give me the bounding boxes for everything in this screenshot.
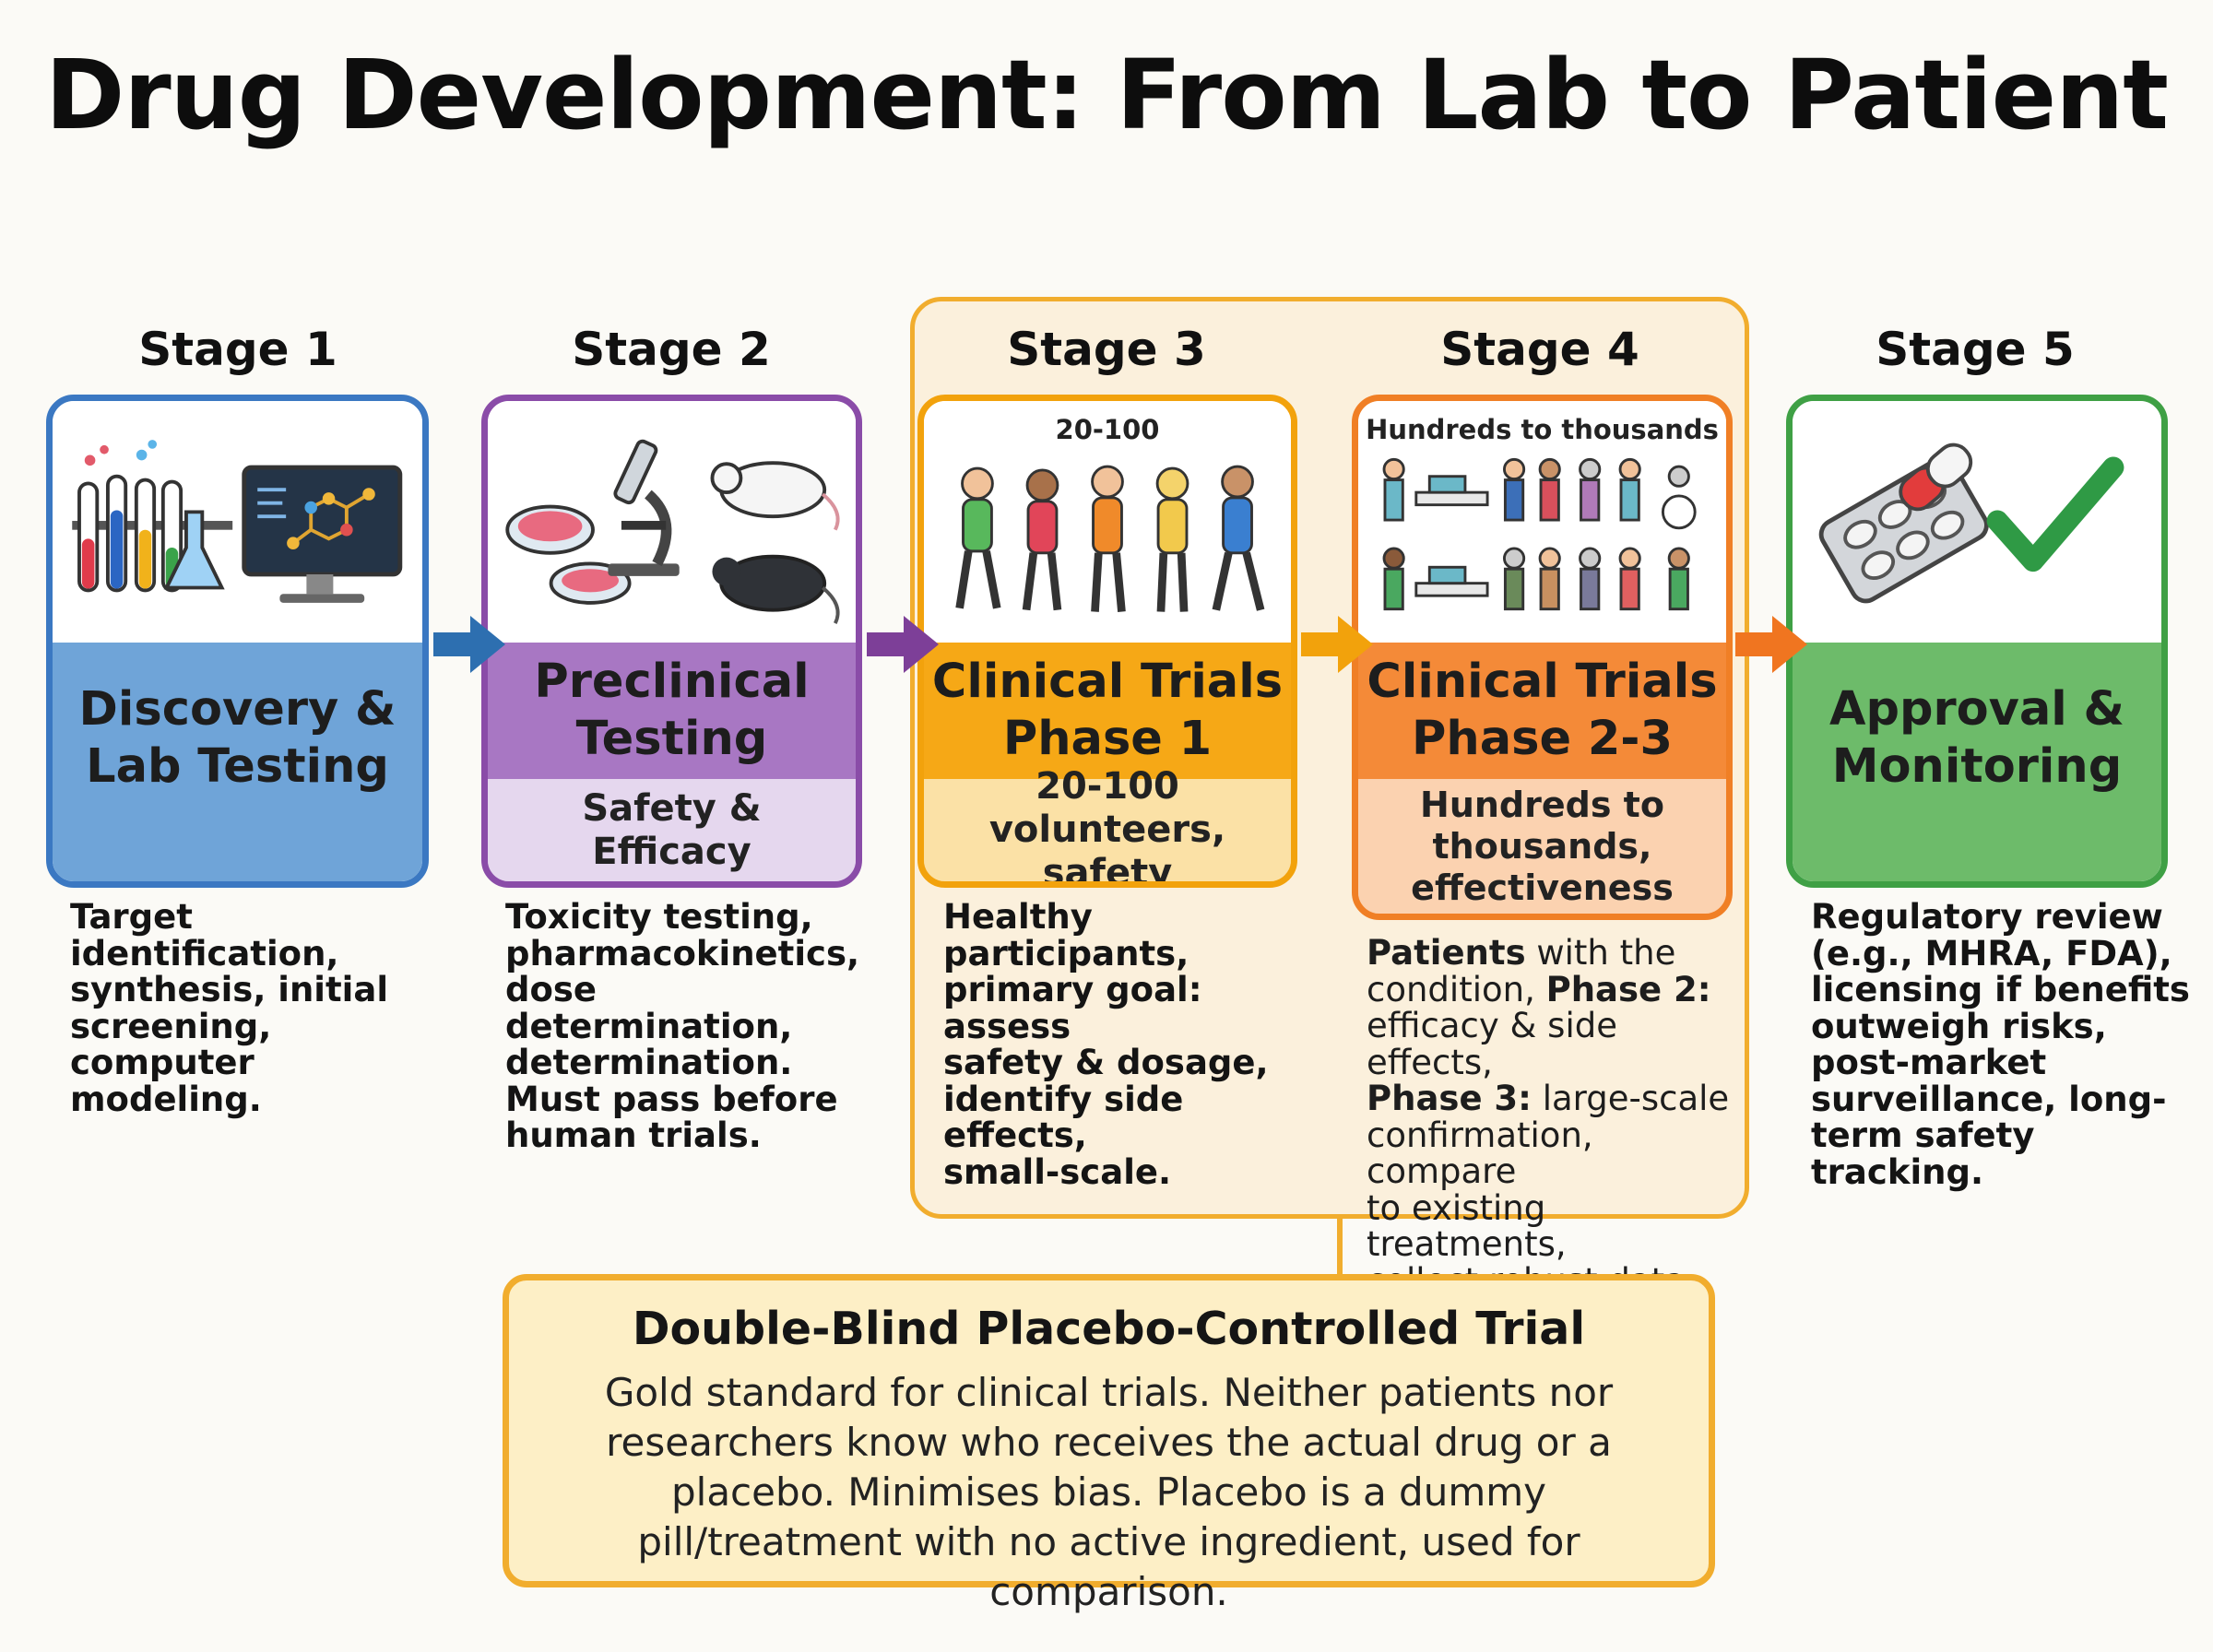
stage-3-heading-line1: Clinical Trials — [931, 655, 1284, 709]
desc-bold: Patients — [1367, 933, 1526, 973]
stage-2-subheading-line1: Safety & — [582, 786, 762, 830]
stage-5-description: Regulatory review (e.g., MHRA, FDA), lic… — [1811, 897, 2190, 1192]
stage-4-subheading: Hundreds to thousands, effectiveness — [1358, 779, 1726, 914]
desc-text: efficacy & side effects, — [1367, 1006, 1617, 1082]
stage-3-subheading-line1: 20-100 — [1035, 765, 1179, 808]
stage-1-label: Stage 1 — [138, 323, 337, 376]
stage-4-heading-line2: Phase 2-3 — [1412, 712, 1673, 766]
stage-2-subheading: Safety & Efficacy — [488, 779, 856, 881]
double-blind-body: Gold standard for clinical trials. Neith… — [604, 1370, 1614, 1614]
desc-bold: Phase 3: — [1367, 1079, 1532, 1118]
stage-2-band: Preclinical Testing Safety & Efficacy — [488, 643, 856, 881]
stage-3-label: Stage 3 — [1007, 323, 1206, 376]
stage-1-card: Discovery & Lab Testing — [46, 395, 429, 888]
stage-3-description: Healthy participants, primary goal: asse… — [943, 897, 1269, 1192]
pill-pack-icon — [1818, 442, 1989, 604]
patients-icon — [1382, 457, 1697, 611]
page-title: Drug Development: From Lab to Patient — [45, 39, 2169, 151]
stage-5-band: Approval & Monitoring — [1793, 643, 2161, 881]
arrow-right-icon — [867, 616, 939, 673]
stage-3-card: 20-100 Clinical Trials Phase 1 20-100 vo… — [917, 395, 1297, 888]
microscope-icon — [608, 439, 680, 576]
stage-4-description: Patients with the condition, Phase 2: ef… — [1367, 935, 1745, 1299]
stage-2-heading-line1: Preclinical — [534, 655, 810, 709]
stage-2-image — [488, 401, 856, 643]
stage-3-image: 20-100 — [924, 401, 1291, 643]
stage-2-label: Stage 2 — [572, 323, 771, 376]
stage-4-image: Hundreds to thousands — [1358, 401, 1726, 643]
stage-3-heading-line2: Phase 1 — [1002, 712, 1213, 766]
double-blind-title: Double-Blind Placebo-Controlled Trial — [632, 1303, 1586, 1355]
petri-dish-icon — [505, 504, 632, 605]
arrow-right-icon — [1301, 616, 1373, 673]
double-blind-box: Double-Blind Placebo-Controlled Trial Go… — [503, 1274, 1715, 1614]
desc-bold: Phase 2: — [1545, 969, 1711, 1009]
stage-3-image-label: 20-100 — [1055, 414, 1160, 445]
stage-2-description: Toxicity testing, pharmacokinetics, dose… — [505, 897, 860, 1155]
stage-4-subheading-line2: thousands, — [1432, 825, 1652, 867]
stage-4-subheading-line1: Hundreds to — [1420, 784, 1664, 825]
stage-4-band: Clinical Trials Phase 2-3 Hundreds to th… — [1358, 643, 1726, 914]
stage-3-subheading: 20-100 volunteers, safety — [924, 765, 1291, 881]
arrow-right-icon — [433, 616, 505, 673]
stage-4-heading-line1: Clinical Trials — [1367, 655, 1718, 709]
stage-4-card: Hundreds to thousands Clinical Trials — [1352, 395, 1733, 920]
connector-line — [1337, 1217, 1343, 1274]
test-tubes-icon — [72, 440, 233, 593]
stage-4-subheading-line3: effectiveness — [1411, 867, 1674, 908]
stage-2-card: Preclinical Testing Safety & Efficacy — [481, 395, 862, 888]
stage-1-description: Target identification, synthesis, initia… — [70, 897, 388, 1119]
stage-1-heading-line1: Discovery & — [78, 682, 396, 737]
checkmark-icon — [1986, 456, 2124, 572]
stage-2-heading-line2: Testing — [575, 712, 768, 766]
stage-5-heading-line1: Approval & — [1828, 682, 2125, 737]
stage-3-band: Clinical Trials Phase 1 20-100 volunteer… — [924, 643, 1291, 881]
stage-4-label: Stage 4 — [1440, 323, 1639, 376]
people-walking-icon — [955, 465, 1265, 612]
stage-1-band: Discovery & Lab Testing — [53, 643, 422, 881]
stage-5-image — [1793, 401, 2161, 643]
stage-2-subheading-line2: Efficacy — [592, 830, 751, 873]
stage-5-label: Stage 5 — [1876, 323, 2075, 376]
arrow-right-icon — [1735, 616, 1807, 673]
stage-1-image — [53, 401, 422, 643]
computer-molecule-icon — [242, 465, 403, 603]
stage-3-subheading-line2: volunteers, safety — [988, 808, 1226, 888]
desc-text: with the condition, — [1367, 933, 1676, 1009]
stage-1-heading-line2: Lab Testing — [86, 739, 389, 794]
rat-icon — [710, 461, 840, 624]
stage-4-image-label: Hundreds to thousands — [1366, 414, 1719, 445]
stage-5-heading-line2: Monitoring — [1831, 739, 2123, 794]
stage-5-card: Approval & Monitoring — [1786, 395, 2168, 888]
